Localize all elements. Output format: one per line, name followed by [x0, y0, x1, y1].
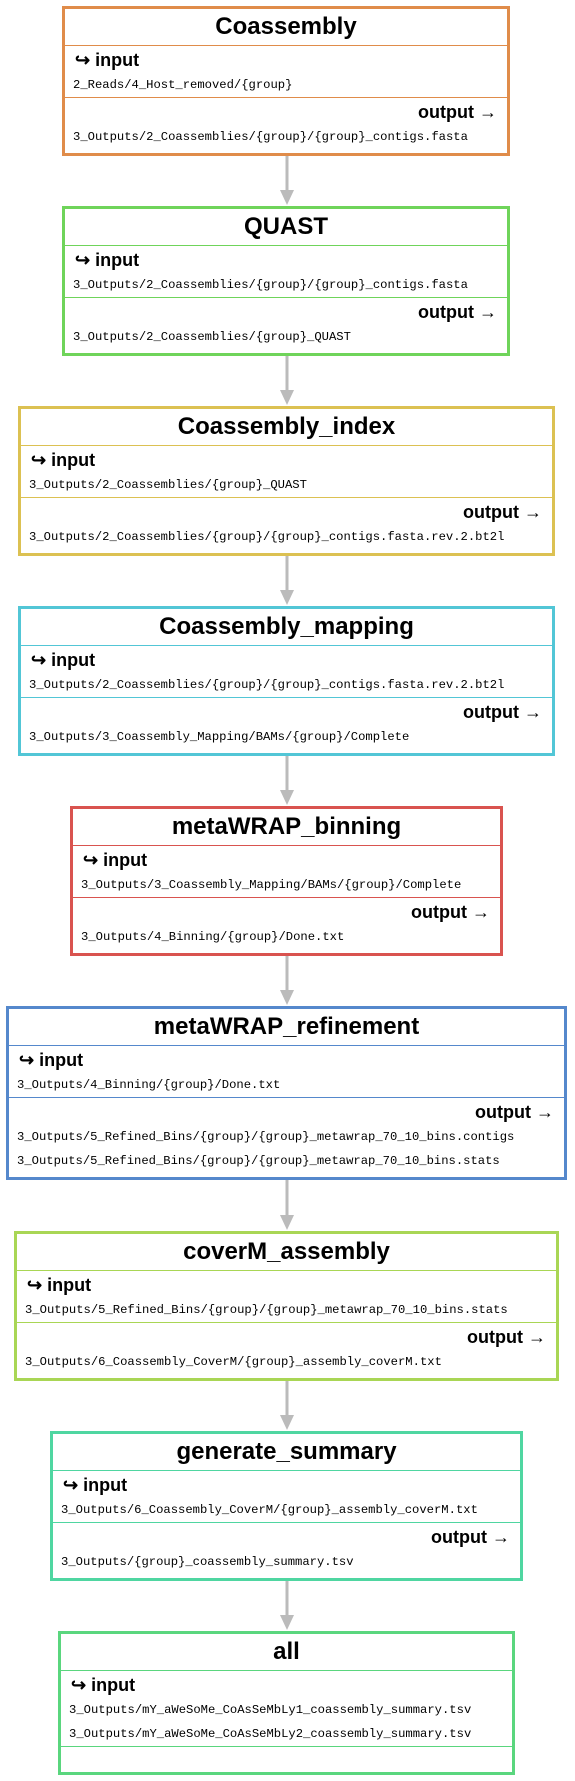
node-padding [65, 349, 507, 353]
rule-title: Coassembly [215, 13, 357, 40]
output-path: 3_Outputs/3_Coassembly_Mapping/BAMs/{gro… [29, 730, 410, 744]
output-header: output → [65, 97, 507, 125]
input-header: ↪ input [21, 645, 552, 673]
rule-node-coassembly[interactable]: Coassembly ↪ input 2_Reads/4_Host_removed/… [62, 6, 510, 156]
edge-arrow [280, 1180, 294, 1230]
rule-node-coverm-assembly[interactable]: coverM_assembly ↪ input 3_Outputs/5_Refine… [14, 1231, 559, 1381]
output-header: output → [21, 497, 552, 525]
node-padding [21, 549, 552, 553]
output-header: output → [53, 1522, 520, 1550]
rule-title: metaWRAP_refinement [153, 1013, 420, 1040]
input-path: 3_Outputs/mY_aWeSoMe_CoAsSeMbLy1_coassem… [69, 1703, 472, 1717]
rule-title: metaWRAP_binning [171, 813, 402, 840]
node-padding [9, 1173, 564, 1177]
node-padding [73, 949, 500, 953]
edge-arrow [280, 956, 294, 1005]
node-padding [65, 149, 507, 153]
output-header: output → [21, 697, 552, 725]
output-header: output → [73, 897, 500, 925]
input-header: ↪ input [53, 1470, 520, 1498]
rule-node-metawrap-binning[interactable]: metaWRAP_binning ↪ input 3_Outputs/3_Coass… [70, 806, 503, 956]
rule-title: Coassembly_mapping [159, 613, 414, 640]
rule-title: coverM_assembly [183, 1238, 390, 1265]
edge-arrow [280, 756, 294, 805]
edge-arrow [280, 1381, 294, 1430]
output-path: 3_Outputs/2_Coassemblies/{group}_QUAST [73, 330, 351, 344]
output-path: 3_Outputs/5_Refined_Bins/{group}/{group}… [17, 1130, 515, 1144]
edge-arrow [280, 1581, 294, 1630]
rule-node-all[interactable]: all ↪ input 3_Outputs/mY_aWeSoMe_CoAsSeMbL… [58, 1631, 515, 1775]
input-header: ↪ input [65, 45, 507, 73]
node-padding [17, 1374, 556, 1378]
edge-arrow [280, 556, 294, 605]
input-path: 3_Outputs/2_Coassemblies/{group}/{group}… [73, 278, 468, 292]
output-path: 3_Outputs/6_Coassembly_CoverM/{group}_as… [25, 1355, 442, 1369]
input-header: ↪ input [73, 845, 500, 873]
rule-node-metawrap-refinement[interactable]: metaWRAP_refinement ↪ input 3_Outputs/4_Bi… [6, 1006, 567, 1180]
input-path: 3_Outputs/3_Coassembly_Mapping/BAMs/{gro… [81, 878, 462, 892]
input-path: 3_Outputs/mY_aWeSoMe_CoAsSeMbLy2_coassem… [69, 1727, 472, 1741]
input-header: ↪ input [9, 1045, 564, 1073]
input-path: 3_Outputs/5_Refined_Bins/{group}/{group}… [25, 1303, 508, 1317]
output-path: 3_Outputs/2_Coassemblies/{group}/{group}… [29, 530, 505, 544]
edge-arrow [280, 156, 294, 205]
input-header: ↪ input [21, 445, 552, 473]
edge-arrow [280, 356, 294, 405]
input-path: 2_Reads/4_Host_removed/{group} [73, 78, 293, 92]
rule-node-coassembly-index[interactable]: Coassembly_index ↪ input 3_Outputs/2_Coass… [18, 406, 555, 556]
rule-title: all [273, 1638, 300, 1665]
output-path: 3_Outputs/{group}_coassembly_summary.tsv [61, 1555, 354, 1569]
input-path: 3_Outputs/4_Binning/{group}/Done.txt [17, 1078, 281, 1092]
rule-title: generate_summary [176, 1438, 397, 1465]
output-path: 3_Outputs/4_Binning/{group}/Done.txt [81, 930, 345, 944]
output-header: output → [65, 297, 507, 325]
rule-title: Coassembly_index [177, 413, 396, 440]
rule-node-generate-summary[interactable]: generate_summary ↪ input 3_Outputs/6_Coass… [50, 1431, 523, 1581]
empty-output-section [61, 1746, 512, 1772]
input-header: ↪ input [17, 1270, 556, 1298]
output-header: output → [17, 1322, 556, 1350]
input-path: 3_Outputs/6_Coassembly_CoverM/{group}_as… [61, 1503, 478, 1517]
input-path: 3_Outputs/2_Coassemblies/{group}_QUAST [29, 478, 307, 492]
output-path: 3_Outputs/2_Coassemblies/{group}/{group}… [73, 130, 468, 144]
input-path: 3_Outputs/2_Coassemblies/{group}/{group}… [29, 678, 505, 692]
input-header: ↪ input [61, 1670, 512, 1698]
node-padding [21, 749, 552, 753]
node-padding [53, 1574, 520, 1578]
rule-title: QUAST [244, 213, 328, 240]
output-header: output → [9, 1097, 564, 1125]
rule-node-coassembly-mapping[interactable]: Coassembly_mapping ↪ input 3_Outputs/2_Coa… [18, 606, 555, 756]
input-header: ↪ input [65, 245, 507, 273]
output-path: 3_Outputs/5_Refined_Bins/{group}/{group}… [17, 1154, 500, 1168]
rule-node-quast[interactable]: QUAST ↪ input 3_Outputs/2_Coassemblies/{gr… [62, 206, 510, 356]
